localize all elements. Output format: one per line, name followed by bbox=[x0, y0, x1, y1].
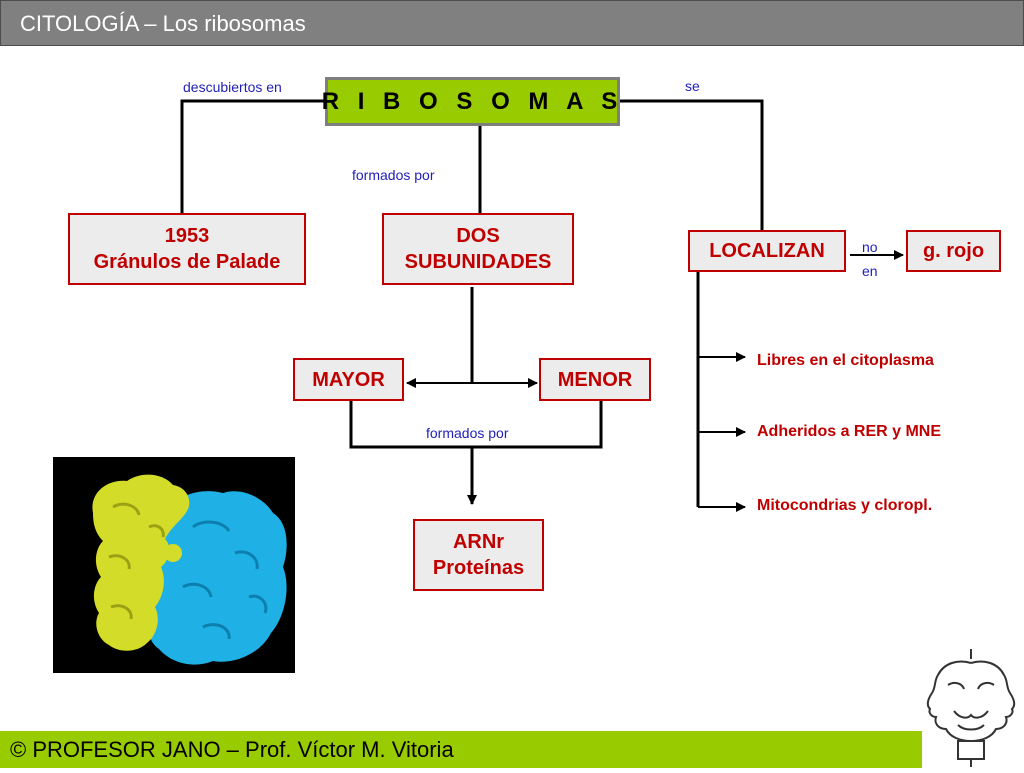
dos-subunidades-label: DOS SUBUNIDADES bbox=[404, 225, 552, 273]
localizan-box: LOCALIZAN bbox=[688, 230, 846, 272]
menor-label: MENOR bbox=[557, 368, 633, 391]
arnr-proteinas-box: ARNr Proteínas bbox=[413, 519, 544, 591]
line-main-to-palade bbox=[180, 99, 325, 214]
ribosomas-title: R I B O S O M A S bbox=[321, 87, 624, 115]
janus-logo-icon bbox=[918, 645, 1024, 768]
connector-en: en bbox=[862, 263, 878, 279]
dos-subunidades-box: DOS SUBUNIDADES bbox=[382, 213, 574, 285]
header-bar: CITOLOGÍA – Los ribosomas bbox=[0, 0, 1024, 46]
line-main-to-localizan bbox=[620, 99, 764, 231]
location-mitocondrias: Mitocondrias y cloropl. bbox=[757, 497, 933, 514]
line-mayor-menor-bracket bbox=[349, 401, 603, 449]
g-rojo-label: g. rojo bbox=[922, 240, 985, 262]
footer-credits: © PROFESOR JANO – Prof. Víctor M. Vitori… bbox=[10, 737, 454, 762]
connector-formados-por-2: formados por bbox=[426, 425, 509, 441]
mayor-label: MAYOR bbox=[312, 368, 385, 391]
mayor-box: MAYOR bbox=[293, 358, 404, 401]
footer-bar: © PROFESOR JANO – Prof. Víctor M. Vitori… bbox=[0, 731, 922, 768]
ribosomas-main-box: R I B O S O M A S bbox=[322, 77, 620, 126]
location-libres: Libres en el citoplasma bbox=[757, 352, 934, 369]
connector-se: se bbox=[685, 78, 700, 94]
location-adheridos: Adheridos a RER y MNE bbox=[757, 423, 942, 440]
palade-box: 1953 Gránulos de Palade bbox=[68, 213, 306, 285]
g-rojo-box: g. rojo bbox=[906, 230, 1001, 272]
ribosome-image bbox=[53, 457, 295, 673]
connector-no: no bbox=[862, 239, 878, 255]
menor-box: MENOR bbox=[539, 358, 651, 401]
connector-descubiertos: descubiertos en bbox=[183, 79, 282, 95]
arnr-proteinas-label: ARNr Proteínas bbox=[432, 531, 525, 579]
localizan-label: LOCALIZAN bbox=[709, 240, 825, 262]
palade-label: 1953 Gránulos de Palade bbox=[93, 225, 281, 273]
connector-formados-por-1: formados por bbox=[352, 167, 435, 183]
slide-title: CITOLOGÍA – Los ribosomas bbox=[20, 11, 306, 36]
